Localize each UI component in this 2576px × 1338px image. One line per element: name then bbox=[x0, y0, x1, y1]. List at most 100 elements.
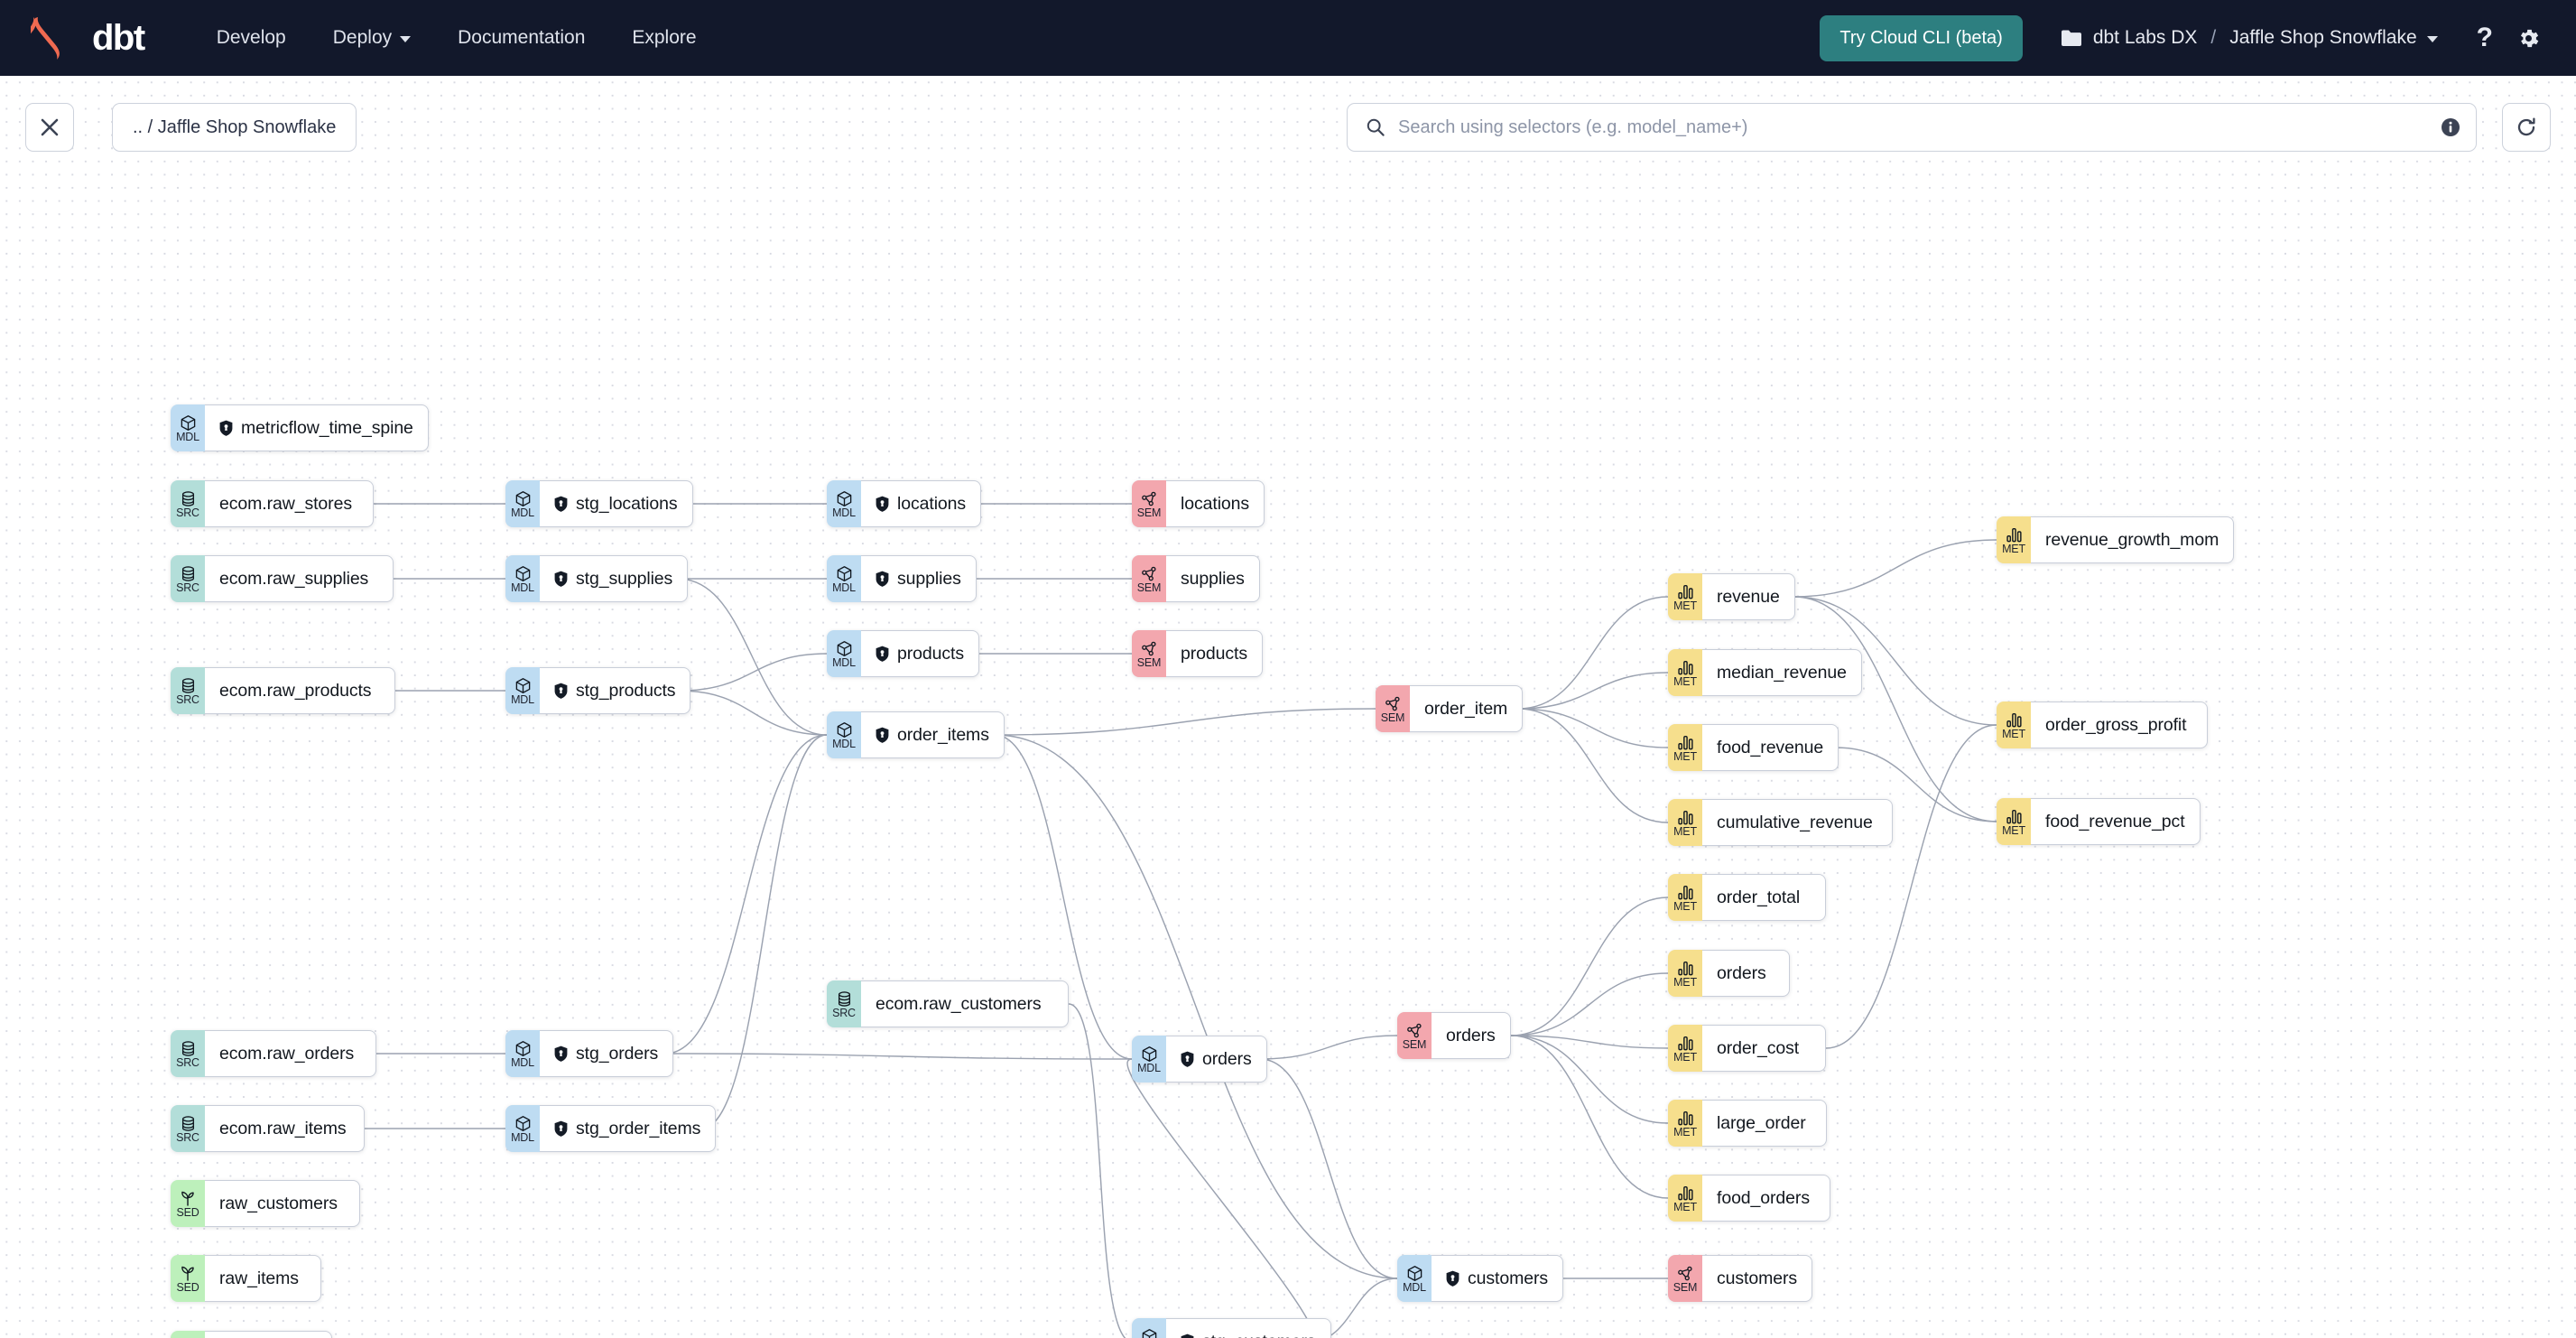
node-label: cumulative_revenue bbox=[1717, 812, 1873, 832]
network-icon bbox=[1385, 697, 1400, 711]
graph-node-met_cumulative_revenue[interactable]: MET cumulative_revenue bbox=[1668, 799, 1893, 846]
info-circle-icon[interactable] bbox=[2440, 116, 2461, 138]
lineage-edge bbox=[1068, 1003, 1126, 1338]
refresh-icon bbox=[2517, 117, 2535, 136]
node-type-abbr: MDL bbox=[832, 656, 856, 670]
node-type-abbr: SRC bbox=[176, 1056, 199, 1070]
node-type-badge-sed: SED bbox=[171, 1331, 205, 1338]
node-label: stg_customers bbox=[1202, 1332, 1316, 1338]
node-type-badge-src: SRC bbox=[171, 480, 205, 527]
close-button[interactable] bbox=[25, 103, 74, 152]
dbt-logo[interactable]: dbt bbox=[31, 15, 145, 60]
nav-link-deploy[interactable]: Deploy bbox=[310, 18, 434, 58]
nav-link-develop[interactable]: Develop bbox=[193, 18, 310, 58]
node-body: raw_orders bbox=[205, 1331, 332, 1338]
database-icon bbox=[181, 1041, 194, 1057]
node-type-abbr: SRC bbox=[176, 693, 199, 707]
node-type-abbr: MDL bbox=[511, 1131, 534, 1145]
breadcrumb[interactable]: .. / Jaffle Shop Snowflake bbox=[112, 103, 357, 152]
node-label: locations bbox=[1181, 493, 1250, 514]
node-label: order_items bbox=[897, 724, 989, 745]
refresh-button[interactable] bbox=[2502, 103, 2551, 152]
graph-node-ecom.raw_customers[interactable]: SRC ecom.raw_customers bbox=[827, 980, 1069, 1027]
lineage-edge bbox=[1259, 1058, 1398, 1279]
nav-link-documentation[interactable]: Documentation bbox=[434, 18, 608, 58]
public-model-shield-icon bbox=[876, 496, 889, 512]
node-body: order_total bbox=[1702, 874, 1826, 921]
public-model-shield-icon bbox=[554, 496, 568, 512]
bar-chart-icon bbox=[1677, 736, 1693, 750]
node-body: ecom.raw_customers bbox=[861, 980, 1069, 1027]
node-type-badge-mdl: MDL bbox=[827, 711, 861, 758]
graph-node-products[interactable]: MDL products bbox=[827, 630, 979, 677]
node-body: raw_customers bbox=[205, 1180, 360, 1227]
cube-icon bbox=[515, 1116, 530, 1132]
project-selector[interactable]: Jaffle Shop Snowflake bbox=[2229, 27, 2438, 49]
try-cloud-cli-button[interactable]: Try Cloud CLI (beta) bbox=[1820, 14, 2023, 61]
network-icon bbox=[1141, 642, 1156, 656]
node-type-abbr: SRC bbox=[176, 581, 199, 595]
node-type-abbr: SRC bbox=[832, 1007, 856, 1020]
node-body: revenue bbox=[1702, 573, 1795, 620]
node-type-badge-mdl: MDL bbox=[505, 1105, 540, 1152]
gear-icon[interactable] bbox=[2505, 21, 2553, 56]
nav-link-explore-label: Explore bbox=[632, 27, 697, 48]
nav-link-explore[interactable]: Explore bbox=[608, 18, 719, 58]
search-input[interactable] bbox=[1398, 116, 2427, 138]
node-type-badge-mdl: MDL bbox=[505, 555, 540, 602]
cube-icon bbox=[515, 491, 530, 507]
node-body: order_gross_profit bbox=[2031, 702, 2208, 748]
lineage-edge bbox=[1510, 1035, 1669, 1124]
lineage-edge bbox=[994, 708, 1376, 736]
node-label: products bbox=[897, 643, 964, 664]
node-body: stg_supplies bbox=[540, 555, 689, 602]
help-icon[interactable]: ? bbox=[2476, 23, 2493, 52]
account-name[interactable]: dbt Labs DX bbox=[2092, 27, 2198, 48]
search-bar[interactable] bbox=[1347, 103, 2477, 152]
node-type-abbr: SRC bbox=[176, 506, 199, 520]
nav-link-develop-label: Develop bbox=[216, 27, 286, 48]
node-type-badge-sed: SED bbox=[171, 1180, 205, 1227]
bar-chart-icon bbox=[2006, 810, 2022, 824]
node-type-badge-src: SRC bbox=[171, 1030, 205, 1077]
node-type-abbr: MET bbox=[1673, 825, 1697, 839]
graph-node-order_items[interactable]: MDL order_items bbox=[827, 711, 1005, 758]
